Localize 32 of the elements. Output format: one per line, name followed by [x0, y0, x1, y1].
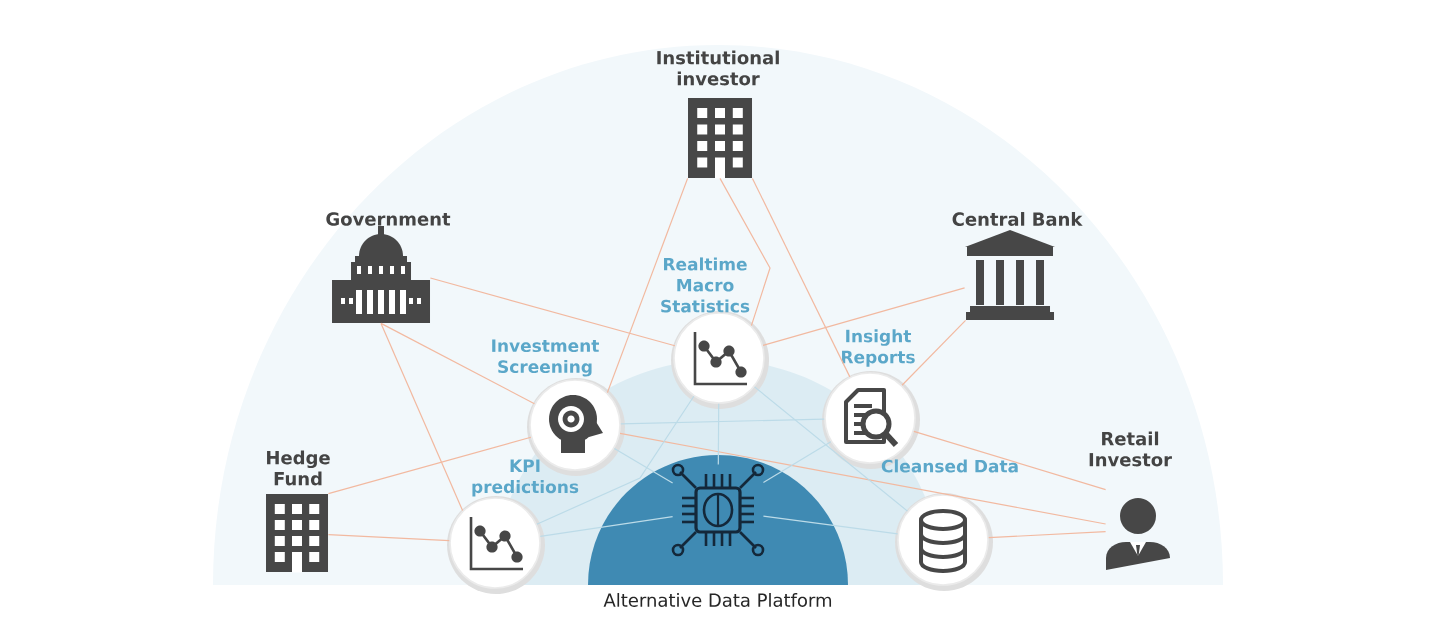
service-label: Cleansed Data [881, 459, 1018, 473]
service-label: KPI predictions [472, 459, 579, 497]
platform-label: Alternative Data Platform [603, 593, 832, 607]
connector-line [606, 177, 689, 394]
node-heading: Central Bank [952, 212, 1083, 226]
connector-line [619, 432, 1107, 525]
node-heading: Government [326, 212, 451, 226]
connector-line [539, 516, 674, 537]
connector-line [536, 395, 695, 525]
connector-line [762, 441, 832, 484]
connector-line [988, 531, 1107, 539]
connector-line [380, 322, 536, 405]
connector-line [719, 177, 771, 327]
connector-line [913, 430, 1107, 491]
service-label: Realtime Macro Statistics [661, 257, 750, 313]
connector-line [620, 418, 825, 425]
connector-line [613, 447, 674, 484]
service-label: Investment Screening [492, 339, 599, 377]
node-heading: Retail Investor [1089, 431, 1172, 467]
node-heading: Hedge Fund [267, 450, 330, 486]
service-label: Insight Reports [842, 329, 915, 367]
connector-line [327, 436, 532, 495]
connector-line [762, 287, 966, 347]
connector-line [901, 319, 967, 386]
connector-line [762, 515, 899, 535]
connector-line [327, 534, 450, 542]
connector-line [429, 277, 676, 347]
node-heading: Institutional investor [657, 50, 779, 86]
connector-line [751, 177, 851, 378]
connector-line [380, 322, 464, 512]
connector-line [753, 386, 909, 512]
connector-line [717, 403, 720, 466]
